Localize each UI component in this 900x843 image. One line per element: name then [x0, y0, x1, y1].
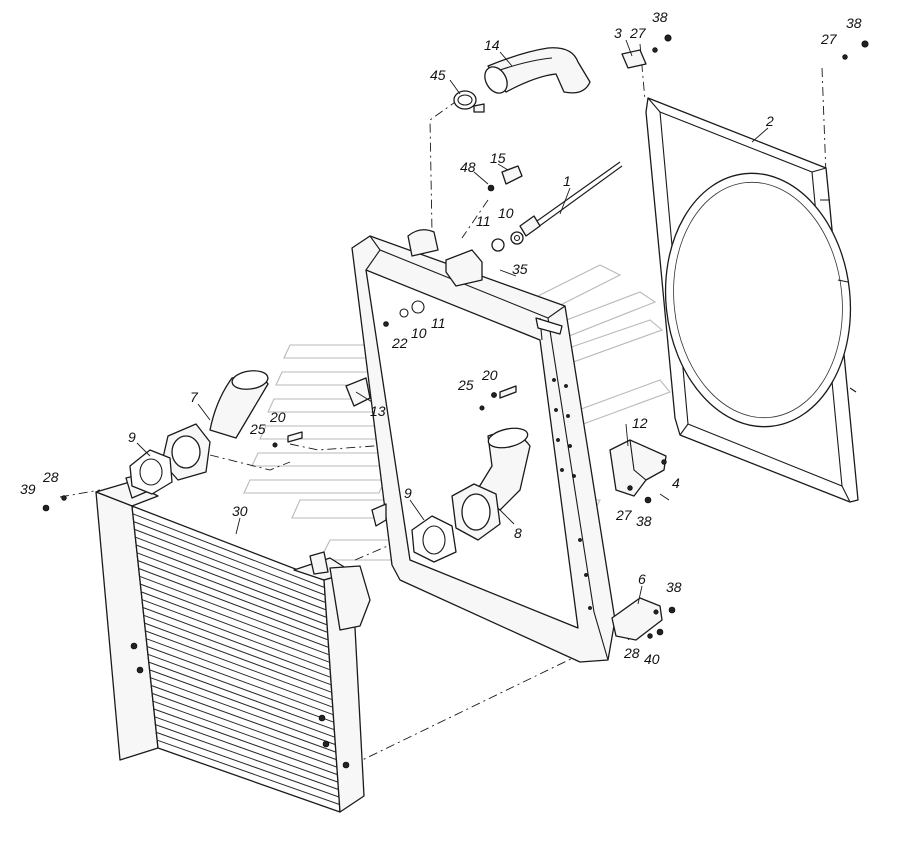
fin-line: [153, 708, 338, 776]
callout-38-bottom: 38: [666, 579, 682, 595]
upper-hose: [484, 47, 591, 94]
callout-1: 1: [563, 173, 571, 189]
bolts-left: [42, 495, 67, 512]
fin-line: [146, 646, 334, 716]
fin-line: [141, 591, 330, 663]
callout-45: 45: [430, 67, 446, 83]
callout-38-bracket: 38: [636, 513, 652, 529]
fin-line: [156, 731, 340, 798]
fin-line: [134, 528, 326, 603]
callout-8: 8: [514, 525, 522, 541]
pipe-7: [161, 370, 269, 481]
callout-3: 3: [614, 25, 622, 41]
callout-11-top: 11: [476, 213, 491, 229]
callout-27-top: 27: [629, 25, 647, 41]
callout-27-bracket: 27: [615, 507, 633, 523]
fin-line: [149, 669, 335, 738]
fin-line: [137, 560, 328, 633]
fin-line: [133, 521, 326, 596]
fin-line: [152, 700, 338, 768]
callout-22: 22: [391, 335, 408, 351]
leader-lines: [136, 39, 769, 605]
fin-line: [140, 583, 330, 656]
fin-line: [136, 552, 328, 626]
bracket-6: [611, 597, 676, 641]
callout-39: 39: [20, 481, 36, 497]
callout-38-top: 38: [652, 9, 668, 25]
fin-line: [146, 638, 333, 708]
callout-15: 15: [490, 150, 506, 166]
fin-line: [143, 614, 332, 686]
callout-25-right: 25: [457, 377, 474, 393]
intercooler-core: [95, 473, 371, 813]
bracket-12: [609, 439, 667, 504]
fin-line: [151, 692, 337, 761]
fin-line: [154, 716, 339, 783]
callout-48: 48: [460, 159, 476, 175]
callout-14: 14: [484, 37, 500, 53]
callout-30: 30: [232, 503, 248, 519]
callout-28-left: 28: [42, 469, 59, 485]
radiator-frame: [345, 229, 616, 663]
fin-line: [138, 568, 329, 641]
fin-line: [132, 513, 325, 588]
callout-11-frame: 11: [431, 315, 446, 331]
fin-line: [141, 599, 331, 671]
frame-holes: [552, 378, 592, 610]
callout-20-right: 20: [481, 367, 498, 383]
callout-12: 12: [632, 415, 648, 431]
callout-25-left: 25: [249, 421, 266, 437]
sleeve-15: [501, 165, 523, 185]
callout-7: 7: [190, 389, 199, 405]
small-hardware-top: [272, 34, 869, 448]
callout-6: 6: [638, 571, 646, 587]
fin-line: [157, 739, 340, 805]
callout-20-left: 20: [269, 409, 286, 425]
callout-13: 13: [370, 403, 386, 419]
fin-line: [145, 630, 333, 701]
fan-shroud: [645, 97, 859, 503]
callout-2: 2: [765, 113, 774, 129]
fin-line: [144, 622, 332, 693]
sensor-rod: [519, 161, 623, 237]
callout-28-bottom: 28: [623, 645, 640, 661]
fin-line: [139, 575, 329, 648]
callout-9-right: 9: [404, 485, 412, 501]
callout-10-top: 10: [498, 205, 514, 221]
fin-line: [136, 544, 327, 618]
callout-27-right: 27: [820, 31, 838, 47]
hose-clamp: [453, 90, 485, 113]
intercooler-fins: [132, 513, 340, 805]
fin-line: [151, 685, 337, 753]
callout-labels: 1 2 3 4 6 7 8 9 9 10 10 11 11 12 13 14 1…: [20, 9, 862, 667]
pipe-8: [451, 427, 531, 541]
callout-40: 40: [644, 651, 660, 667]
fin-line: [148, 661, 335, 731]
fin-line: [147, 653, 334, 723]
fin-line: [135, 536, 327, 611]
gasket-9-left: [129, 449, 173, 495]
callout-9-left: 9: [128, 429, 136, 445]
fin-line: [155, 724, 339, 790]
callout-38-right: 38: [846, 15, 862, 31]
callout-35: 35: [512, 261, 528, 277]
callout-4: 4: [672, 475, 680, 491]
fin-line: [150, 677, 336, 746]
gasket-9-right: [411, 515, 457, 563]
callout-10-frame: 10: [411, 325, 427, 341]
fin-line: [142, 607, 331, 678]
